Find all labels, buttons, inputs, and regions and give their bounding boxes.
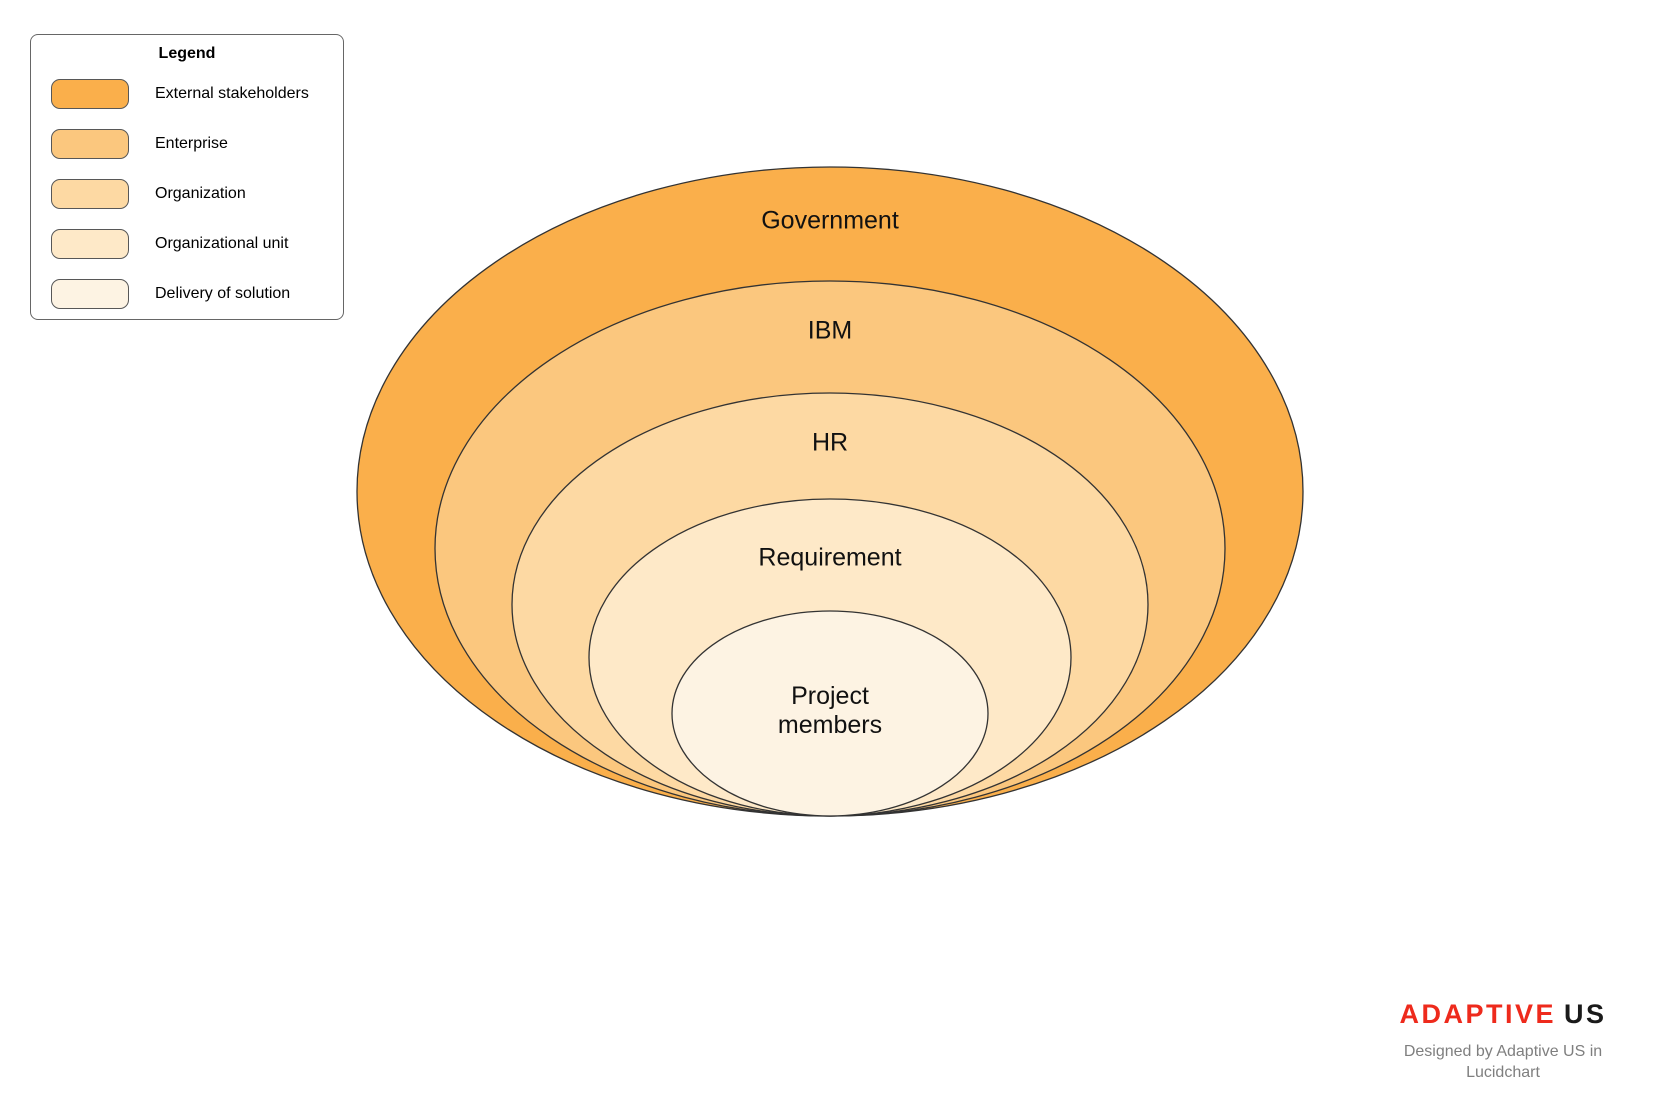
- onion-label-hr: HR: [811, 428, 849, 457]
- legend-rows: External stakeholders Enterprise Organiz…: [31, 79, 343, 309]
- legend-swatch-enterprise: [51, 129, 129, 159]
- legend-item-external-stakeholders: External stakeholders: [31, 79, 343, 109]
- legend-item-delivery-of-solution: Delivery of solution: [31, 279, 343, 309]
- legend-swatch-organization: [51, 179, 129, 209]
- logo-text-us: US: [1564, 999, 1607, 1029]
- adaptive-us-logo: ADAPTIVE US: [1399, 1000, 1606, 1028]
- onion-label-project-members: Project members: [777, 682, 883, 739]
- legend-item-organization: Organization: [31, 179, 343, 209]
- legend-item-label: External stakeholders: [155, 85, 309, 102]
- legend-swatch-external-stakeholders: [51, 79, 129, 109]
- legend-item-label: Organizational unit: [155, 235, 289, 252]
- onion-label-government: Government: [761, 206, 899, 235]
- credit-text: Designed by Adaptive US in Lucidchart: [1403, 1043, 1603, 1081]
- legend-item-enterprise: Enterprise: [31, 129, 343, 159]
- onion-label-requirement: Requirement: [758, 543, 902, 572]
- legend-title: Legend: [158, 45, 216, 62]
- legend-item-label: Delivery of solution: [155, 285, 291, 302]
- onion-label-ibm: IBM: [807, 316, 853, 345]
- legend-item-organizational-unit: Organizational unit: [31, 229, 343, 259]
- legend-item-label: Organization: [155, 185, 246, 202]
- legend-panel: Legend External stakeholders Enterprise …: [30, 34, 344, 320]
- brand-footer: ADAPTIVE US Designed by Adaptive US in Lu…: [1373, 1000, 1633, 1083]
- onion-layer-project-members: [671, 610, 989, 817]
- legend-item-label: Enterprise: [155, 135, 228, 152]
- legend-swatch-delivery-of-solution: [51, 279, 129, 309]
- logo-text-adaptive: ADAPTIVE: [1399, 999, 1556, 1029]
- legend-swatch-organizational-unit: [51, 229, 129, 259]
